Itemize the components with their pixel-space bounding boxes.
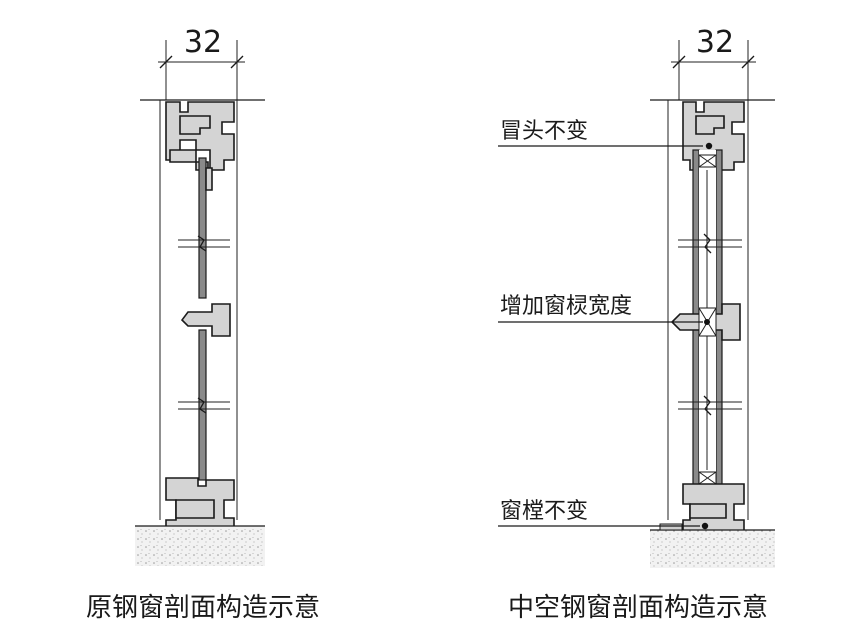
callout-head-unchanged: 冒头不变 [498,119,703,147]
right-caption: 中空钢窗剖面构造示意 [508,593,768,623]
callout-label-head: 冒头不变 [500,119,588,144]
right-dimension: 32 [671,25,756,100]
callout-label-mullion: 增加窗棂宽度 [500,294,632,319]
right-section-drawing: 32 [498,25,775,623]
left-dimension: 32 [158,25,245,100]
left-glass-upper [198,157,207,299]
callout-label-frame: 窗樘不变 [500,499,588,524]
right-dimension-value: 32 [696,25,734,60]
callout-mullion-width: 增加窗棂宽度 [498,294,703,323]
left-section-drawing: 32 原钢窗剖面构造示意 [86,25,320,623]
left-mullion-profile [180,303,231,337]
left-caption: 原钢窗剖面构造示意 [86,593,320,623]
callout-frame-unchanged: 窗樘不变 [498,499,700,527]
left-dimension-value: 32 [184,25,222,60]
